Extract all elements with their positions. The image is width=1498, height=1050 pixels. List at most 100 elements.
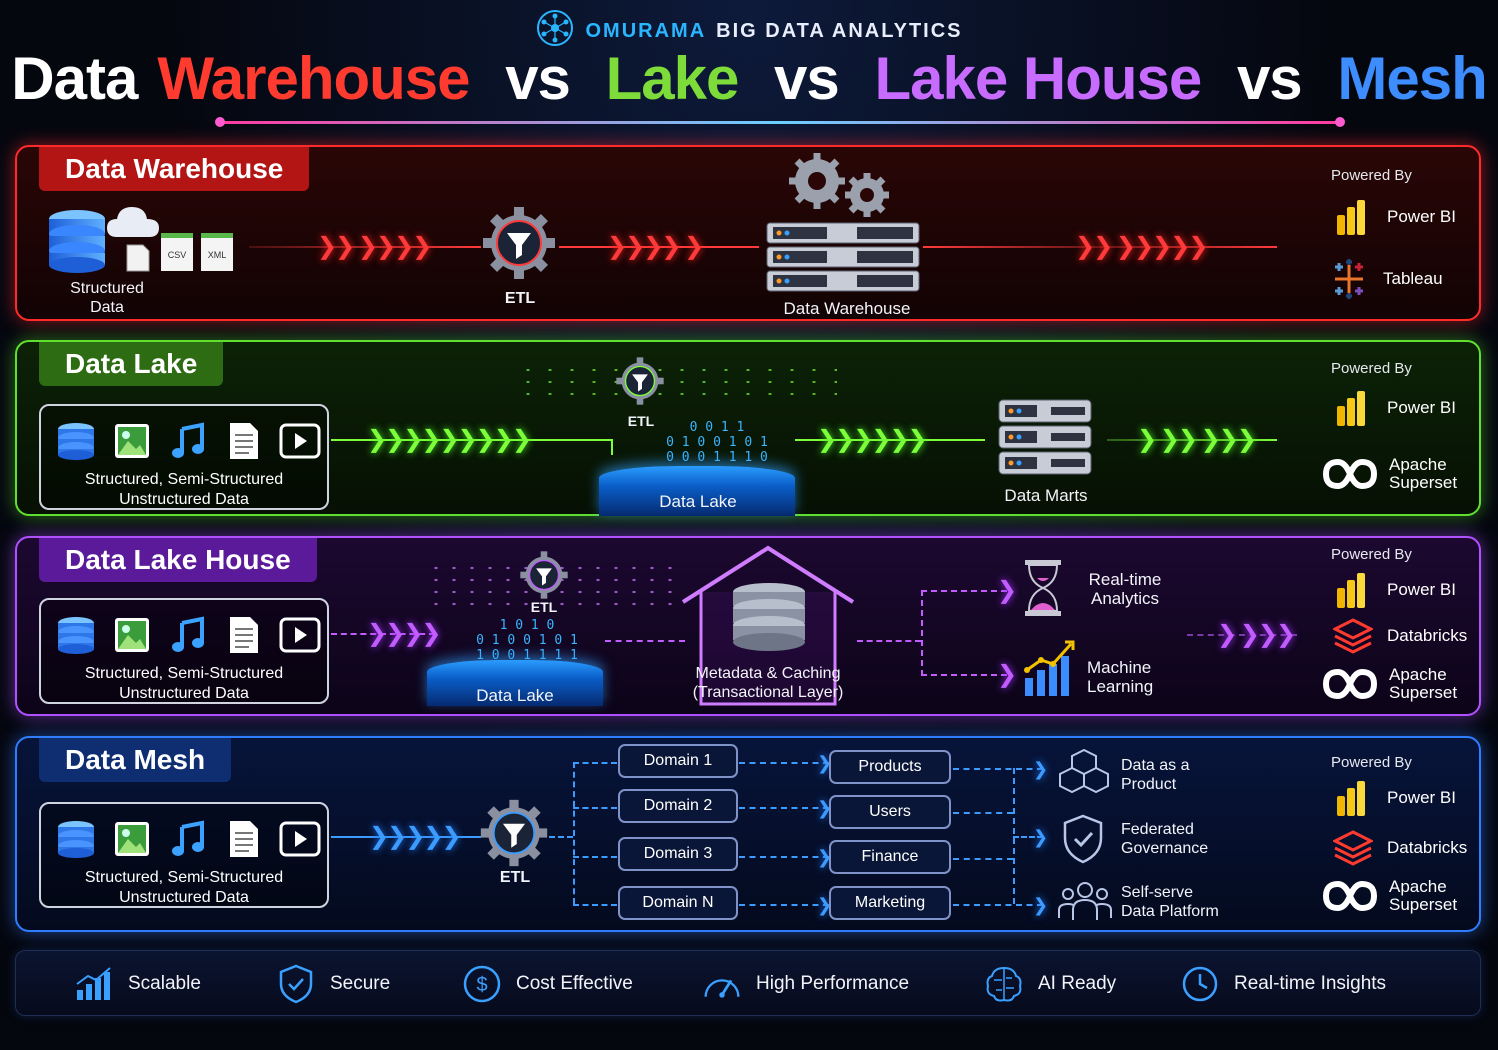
flow-line — [1107, 439, 1277, 441]
flow-line — [923, 246, 1277, 248]
title-lake-house: Lake House — [874, 45, 1202, 112]
image-icon — [111, 420, 153, 462]
document-icon — [223, 818, 265, 860]
flow-line — [573, 904, 617, 906]
clock-icon — [1180, 965, 1220, 1003]
flow-line — [739, 807, 829, 809]
tool-power-bi: Power BI — [1331, 570, 1456, 610]
tool-label: Power BI — [1387, 207, 1456, 226]
feature-label: Scalable — [128, 973, 201, 994]
tool-power-bi: Power BI — [1331, 197, 1456, 237]
flow-arrows: ❯ — [997, 576, 1017, 604]
product-box[interactable]: Finance — [829, 840, 951, 874]
powered-by-label: Powered By — [1331, 754, 1412, 771]
feature-label: Real-time Insights — [1234, 973, 1387, 994]
domain-box[interactable]: Domain 2 — [618, 789, 738, 823]
domain-box[interactable]: Domain 3 — [618, 837, 738, 871]
image-icon — [111, 614, 153, 656]
database-icon — [55, 614, 97, 656]
document-icon — [223, 420, 265, 462]
flow-line — [573, 856, 617, 858]
flow-arrows: ❯ — [1033, 894, 1048, 915]
product-box[interactable]: Users — [829, 795, 951, 829]
tool-label: Power BI — [1387, 398, 1456, 417]
flow-arrows: ❯ — [817, 797, 832, 818]
document-icon — [223, 614, 265, 656]
tool-label: Databricks — [1387, 838, 1468, 857]
superset-icon — [1323, 454, 1377, 494]
warehouse-panel: Data Warehouse CSV XML Structured Data ❯… — [15, 145, 1481, 321]
feature-high-performance: High Performance — [702, 965, 909, 1003]
flow-line — [795, 439, 985, 441]
flow-line — [1013, 836, 1043, 838]
tool-label: Apache — [1389, 665, 1447, 684]
pillar-label: Self-serve Data Platform — [1121, 884, 1219, 920]
title-vs: vs — [505, 45, 571, 112]
domain-box[interactable]: Domain N — [618, 886, 738, 920]
source-label: Structured, Semi-Structured Unstructured… — [84, 665, 284, 702]
etl-gear-icon — [519, 550, 569, 605]
etl-label: ETL — [499, 869, 531, 886]
flow-arrows: ❯ — [1033, 758, 1048, 779]
brand: OMURAMA BIG DATA ANALYTICS — [0, 8, 1498, 54]
tool-label: Superset — [1389, 895, 1458, 914]
mesh-title: Data Mesh — [39, 738, 232, 782]
product-box[interactable]: Products — [829, 750, 951, 784]
etl-label: ETL — [627, 413, 655, 429]
dollar-coin-icon: $ — [462, 965, 502, 1003]
machine-learning-label: Machine Learning — [1087, 658, 1154, 696]
flow-line — [921, 674, 1007, 676]
feature-label: Secure — [330, 973, 391, 994]
lake-water — [427, 660, 603, 706]
feature-secure: Secure — [276, 964, 391, 1004]
tool-label: Apache — [1389, 455, 1447, 474]
flow-arrows: ❯❯ ❯❯❯❯ — [317, 232, 432, 260]
etl-gear-icon — [615, 356, 665, 411]
flow-arrows: ❯❯❯❯ — [367, 619, 441, 647]
database-icon — [47, 209, 107, 278]
tool-databricks: Databricks — [1331, 828, 1467, 868]
flow-arrows: ❯❯❯❯❯❯❯❯❯ — [367, 425, 532, 453]
power-bi-icon — [1331, 197, 1375, 237]
pillar-label: Data as a Product — [1121, 757, 1190, 793]
flow-arrows: ❯❯❯❯❯❯ — [817, 425, 928, 453]
title-vs: vs — [774, 45, 840, 112]
server-rack-icon — [765, 221, 921, 298]
mesh-panel: Data Mesh Structured, Semi-Structured Un… — [15, 736, 1481, 932]
lakehouse-title: Data Lake House — [39, 538, 317, 582]
lakehouse-panel: Data Lake House Structured, Semi-Structu… — [15, 536, 1481, 716]
product-box[interactable]: Marketing — [829, 886, 951, 920]
source-label: Structured, Semi-Structured Unstructured… — [84, 869, 284, 906]
image-icon — [111, 818, 153, 860]
flow-line — [739, 856, 829, 858]
brain-icon — [984, 965, 1024, 1003]
domain-box[interactable]: Domain 1 — [618, 744, 738, 778]
source-label: Structured Data — [70, 280, 144, 316]
video-icon — [279, 420, 321, 462]
databricks-icon — [1331, 828, 1375, 868]
xml-file-icon: XML — [201, 233, 233, 271]
lake-title: Data Lake — [39, 342, 224, 386]
flow-line — [921, 590, 923, 676]
tool-power-bi: Power BI — [1331, 388, 1456, 428]
flow-arrows: ❯ ❯❯ ❯❯❯ — [1137, 425, 1257, 453]
flow-arrows: ❯❯ ❯❯❯❯❯ — [1075, 232, 1208, 260]
flow-line — [953, 904, 1043, 906]
flow-arrows: ❯❯❯❯ ❯ — [607, 232, 704, 260]
particles — [517, 364, 837, 404]
etl-label: ETL — [504, 290, 536, 307]
lake-water — [599, 466, 795, 516]
source-label: Structured, Semi-Structured Unstructured… — [84, 471, 284, 508]
tool-label: Apache — [1389, 877, 1447, 896]
title-underline — [215, 117, 1345, 127]
mesh-source-box: Structured, Semi-Structured Unstructured… — [39, 802, 329, 908]
pillar-label: Federated Governance — [1121, 821, 1209, 857]
title-vs: vs — [1236, 45, 1303, 112]
lake-source-box: Structured, Semi-Structured Unstructured… — [39, 404, 329, 510]
flow-arrows: ❯ — [817, 894, 832, 915]
feature-label: AI Ready — [1038, 973, 1117, 994]
flow-line — [249, 246, 481, 248]
